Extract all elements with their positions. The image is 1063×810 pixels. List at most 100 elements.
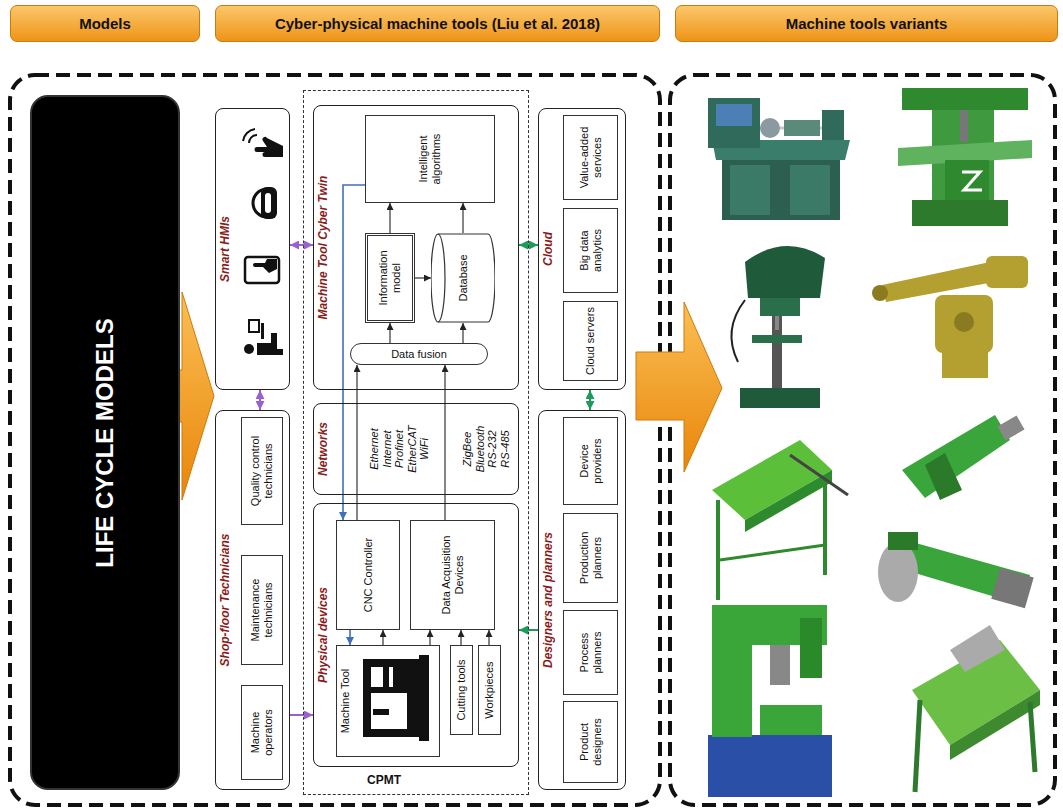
bench-shear (790, 455, 848, 495)
drill-press (731, 300, 745, 362)
industrial-robot (942, 350, 988, 378)
service-box: Cloud servers (563, 301, 618, 381)
rotated-frame: Smart HMIsMachine operators Maintenance t… (205, 90, 635, 795)
industrial-robot (986, 256, 1028, 288)
machine-tool-icon (419, 655, 429, 741)
connector (462, 323, 463, 343)
milling-machine (945, 160, 989, 200)
drill-press (731, 246, 825, 408)
lathe (822, 110, 844, 140)
cutting-machine (912, 625, 1040, 792)
header-bar: Machine tools variants (675, 5, 1058, 42)
bench-shear (745, 470, 832, 532)
machine-tool-icon (371, 693, 407, 729)
industrial-robot (935, 295, 993, 353)
box-label: Machine operators (249, 689, 275, 776)
bench-shear (823, 478, 827, 575)
bench-shear (720, 545, 825, 560)
box-label: Data Acquisition Devices (440, 524, 466, 626)
controller-box: CNC Controller (336, 520, 400, 630)
dashed-panel (10, 75, 660, 805)
cloud-group: Cloud serversBig data analyticsValue-add… (538, 108, 626, 390)
cutting-machine (950, 690, 1040, 760)
angle-grinder (878, 532, 1034, 608)
role-box: Machine operators (241, 685, 283, 780)
cutting-machine (915, 700, 920, 792)
lathe (708, 98, 850, 220)
role-box: Maintenance technicians (241, 555, 283, 665)
tablet-icon (245, 257, 279, 283)
header-title: Cyber-physical machine tools (Liu et al.… (222, 15, 653, 33)
frame-label: CPMT (367, 773, 401, 787)
angle-grinder (888, 532, 918, 550)
hydraulic-press (770, 645, 790, 685)
box-label: Cloud servers (584, 305, 597, 377)
connector (343, 185, 365, 520)
gesture-icon (255, 137, 284, 157)
cylinder-outline (438, 234, 445, 322)
box-label: Workpieces (483, 649, 496, 731)
device-box: Cutting tools (450, 645, 473, 735)
physical-devices-box: Machine Tool Cutting tools Workpieces CNC C… (313, 503, 519, 767)
lifecycle-box: LIFE CYCLE MODELS (30, 95, 180, 790)
cutting-machine (1030, 702, 1035, 772)
service-box: Big data analytics (563, 208, 618, 293)
acquisition-box: Data Acquisition Devices (410, 520, 495, 630)
milling-machine (902, 88, 1028, 110)
section-heading: Physical devices (314, 504, 330, 766)
section-heading: Cloud (539, 109, 555, 389)
drill-press (775, 316, 779, 330)
box-label: Production planners (578, 517, 604, 599)
gesture-icon (243, 129, 257, 143)
box-label: Product designers (578, 705, 604, 779)
lathe (760, 118, 780, 138)
cutting-machine (950, 625, 1005, 672)
box-label: CNC Controller (362, 524, 375, 626)
dashed-panel (10, 75, 1055, 805)
operator-icon (257, 333, 283, 355)
operator-icon (261, 323, 264, 339)
connector (259, 390, 261, 410)
role-box: Device providers (563, 417, 618, 505)
industrial-robot (872, 256, 1028, 378)
hand-drill (925, 453, 962, 500)
machine-tool-icon (389, 667, 393, 687)
orange-arrow (636, 302, 722, 472)
information-model-box: Information model (365, 233, 415, 323)
box-label: Process planners (578, 614, 604, 691)
header-bar: Models (10, 5, 200, 42)
connector (349, 630, 351, 645)
connector (429, 630, 430, 645)
connector (444, 365, 445, 520)
header-bar: Cyber-physical machine tools (Liu et al.… (215, 5, 660, 42)
lathe (708, 98, 760, 148)
hydraulic-press (800, 618, 822, 678)
drill-press (740, 388, 820, 408)
connector (389, 203, 390, 233)
section-heading: Smart HMIs (216, 109, 232, 389)
hand-drill (902, 415, 1025, 500)
box-label: Machine Tool (337, 646, 352, 756)
angle-grinder (878, 542, 918, 602)
technician-group: Machine operators Maintenance technicians… (215, 410, 290, 790)
hydraulic-press (760, 705, 822, 735)
lathe (730, 165, 770, 215)
header-title: Machine tools variants (682, 15, 1051, 33)
designer-group: Product designers Process planners Product… (538, 410, 626, 790)
tablet-icon (253, 259, 277, 273)
connector (290, 244, 313, 246)
box-label: Intelligent algorithms (417, 119, 443, 199)
connector (589, 390, 591, 410)
box-label: Data fusion (391, 348, 447, 361)
lathe (722, 158, 840, 220)
cpmt-frame: Data fusionInformation modelDatabaseInte… (303, 90, 529, 795)
operator-icon (244, 320, 283, 355)
role-box: Product designers (563, 701, 618, 783)
tablet-icon (245, 257, 279, 283)
networks-box: NetworksEthernet Internet Profinet Ether… (313, 403, 519, 495)
vr-headset-icon (253, 187, 277, 219)
industrial-robot (954, 312, 974, 332)
connector (290, 714, 313, 716)
connector (389, 323, 390, 343)
